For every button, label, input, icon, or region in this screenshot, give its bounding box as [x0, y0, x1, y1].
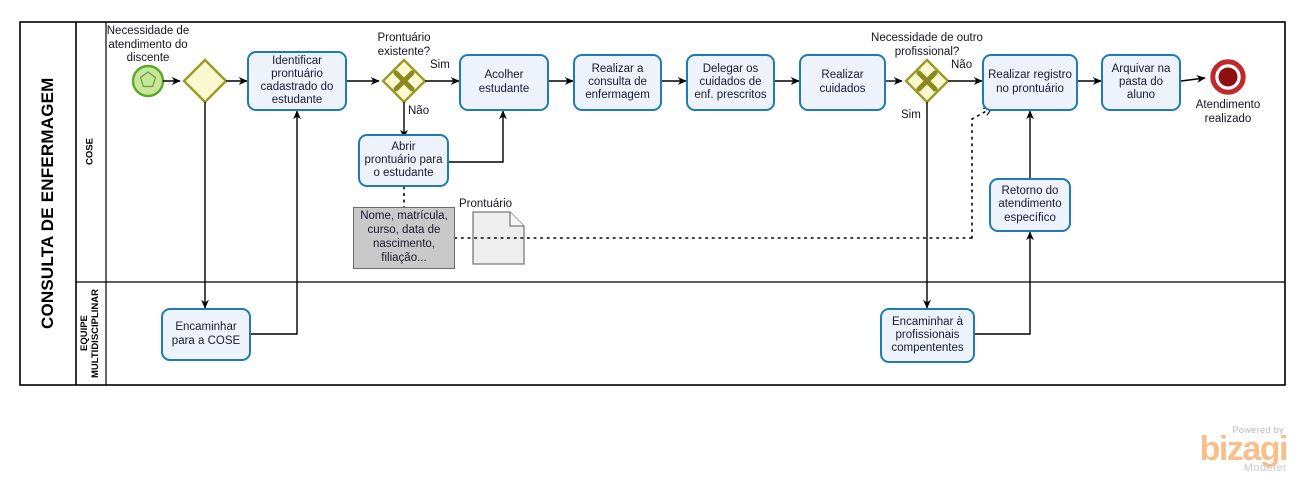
- flow-label-nao-profissional: Não: [951, 59, 973, 71]
- association-flows: [403, 107, 992, 239]
- bizagi-branding: Powered by bizagi Modeler: [1199, 425, 1289, 474]
- exclusive-gateway-prontuario-shape[interactable]: [381, 58, 427, 104]
- bizagi-edition-label: Modeler: [1243, 462, 1287, 474]
- powered-by-label: Powered by: [1232, 425, 1284, 436]
- parallel-gateway-shape[interactable]: [182, 58, 228, 104]
- task-encaminhar-cose[interactable]: Encaminhar para a COSE: [161, 308, 251, 361]
- bizagi-logo-text: bizagi: [1199, 430, 1289, 469]
- lane-title-equipe: EQUIPE MULTIDISCIPLINAR: [79, 289, 101, 379]
- task-acolher-estudante[interactable]: Acolher estudante: [459, 54, 549, 111]
- task-realizar-consulta[interactable]: Realizar a consulta de enfermagem: [573, 54, 662, 111]
- task-identificar-prontuario[interactable]: Identificar prontuário cadastrado do est…: [247, 51, 347, 111]
- sequence-flows: [163, 75, 1206, 335]
- end-event-shape[interactable]: [1210, 59, 1246, 95]
- task-encaminhar-profissionais[interactable]: Encaminhar à profissionais compententes: [880, 308, 975, 363]
- exclusive-gateway-profissional-shape[interactable]: [904, 58, 950, 104]
- data-object-label: Prontuário: [459, 198, 513, 210]
- flow-label-nao-prontuario: Não: [408, 105, 430, 117]
- pool-title: CONSULTA DE ENFERMAGEM: [38, 77, 57, 330]
- task-realizar-registro[interactable]: Realizar registro no prontuário: [982, 54, 1078, 111]
- data-object-shape[interactable]: [472, 211, 525, 265]
- end-event-label: Atendimento realizado: [1195, 99, 1261, 125]
- flow-label-sim-prontuario: Sim: [430, 59, 450, 71]
- gateway-prontuario-label: Prontuário existente?: [377, 32, 431, 58]
- gateway-profissional-label: Necessidade de outro profissional?: [871, 32, 983, 58]
- task-abrir-prontuario[interactable]: Abrir prontuário para o estudante: [358, 134, 449, 187]
- pool-frame: [19, 21, 1286, 386]
- start-event-shape[interactable]: [131, 64, 165, 98]
- start-event-label: Necessidade de atendimento do discente: [106, 25, 190, 65]
- flow-label-sim-profissional: Sim: [901, 109, 921, 121]
- task-retorno-atendimento[interactable]: Retorno do atendimento específico: [989, 178, 1071, 232]
- task-realizar-cuidados[interactable]: Realizar cuidados: [799, 54, 886, 111]
- task-arquivar-pasta[interactable]: Arquivar na pasta do aluno: [1101, 54, 1181, 111]
- task-delegar-cuidados[interactable]: Delegar os cuidados de enf. prescritos: [686, 54, 775, 111]
- text-annotation-dados: Nome, matrícula, curso, data de nascimen…: [353, 207, 455, 269]
